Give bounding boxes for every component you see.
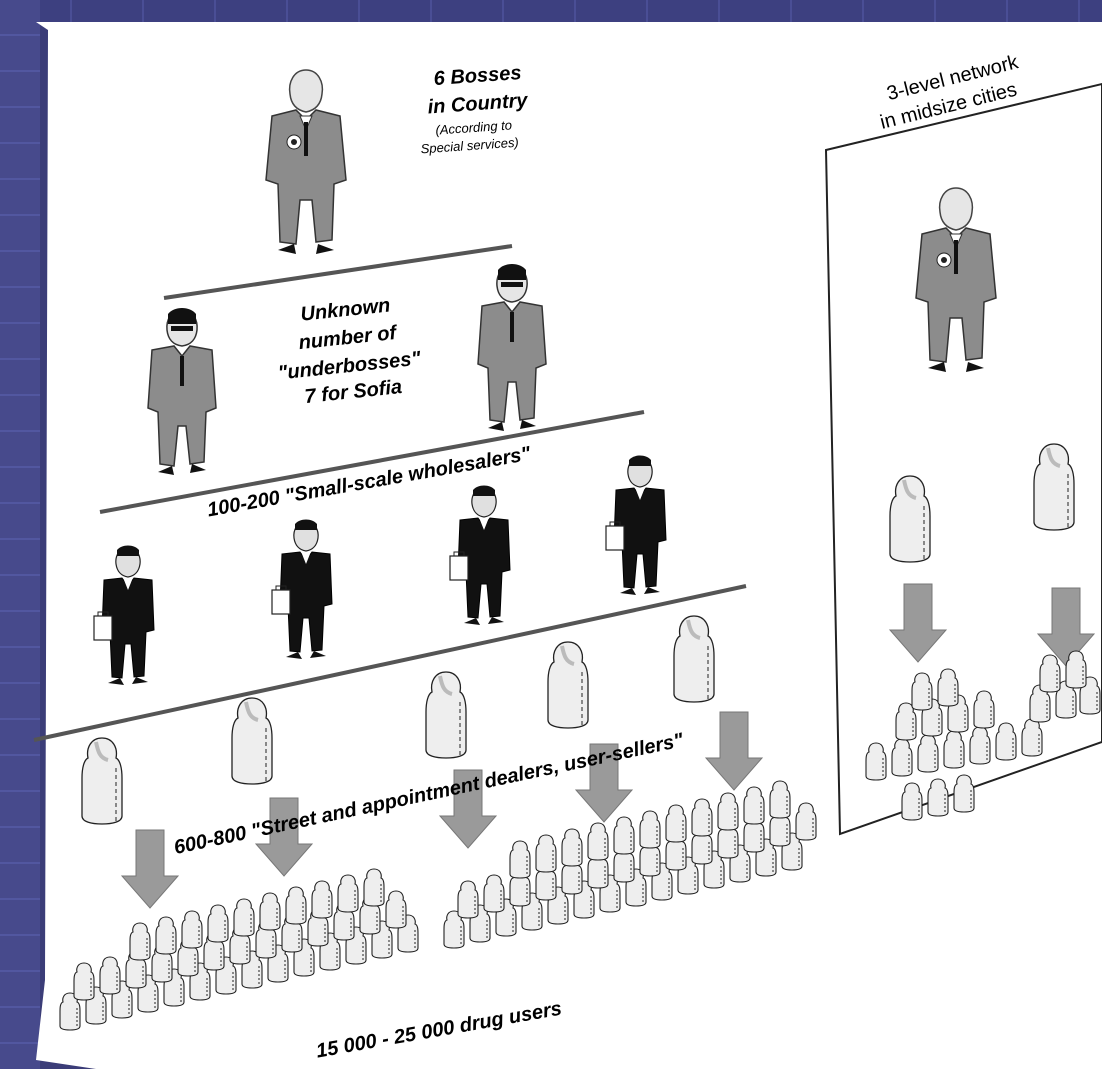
slide-left-band [0,0,40,1069]
midsize-network-panel [824,82,1102,836]
dealer-figure-5 [672,614,716,704]
midsize-dealer-2 [1032,442,1076,532]
slide-top-band [0,0,1102,22]
dealer-figure-2 [230,696,274,786]
dealer-figure-4 [546,640,590,730]
separator-line-2 [99,410,645,514]
separator-line-1 [163,244,513,300]
bosses-note1: (According to [435,117,512,137]
dealer-figure-3 [424,670,468,760]
midsize-dealer-1 [888,474,932,564]
dealer-figure-1 [80,736,124,826]
bosses-note2: Special services) [420,135,519,157]
separator-line-3 [33,584,747,742]
